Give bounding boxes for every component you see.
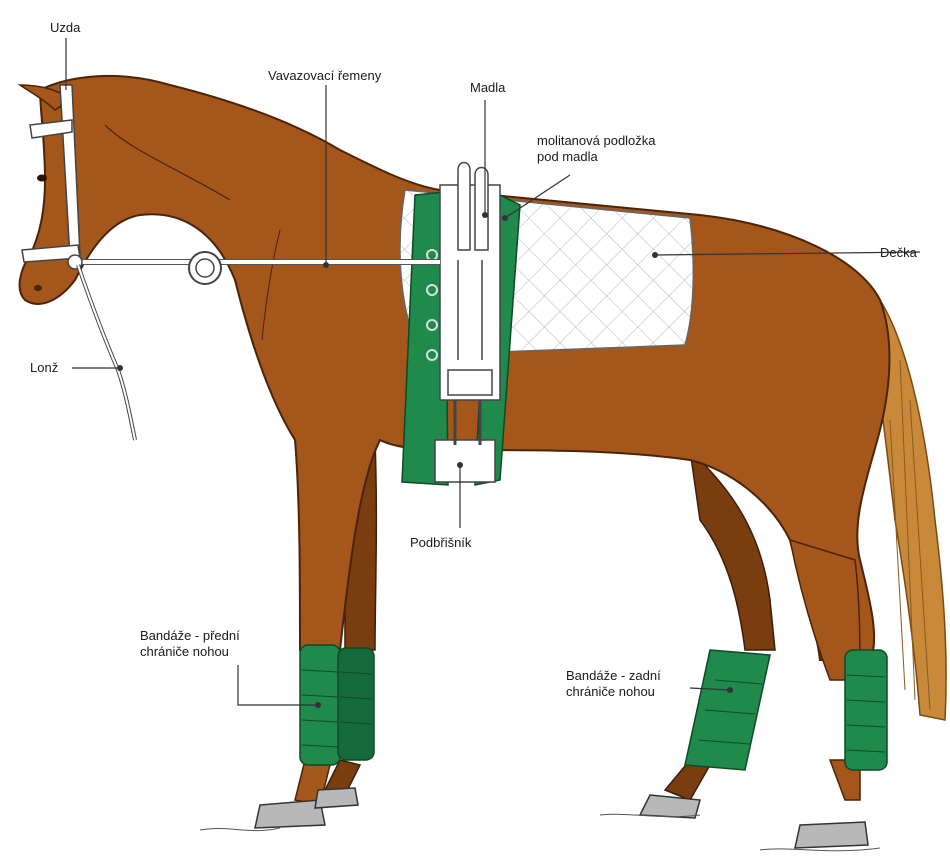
label-bandaze-predni-line1: Bandáže - přední (140, 628, 240, 644)
label-vavazovaci-remeny: Vavazovací řemeny (268, 68, 381, 84)
handles (458, 163, 470, 251)
label-decka: Dečka (880, 245, 917, 261)
label-bandaze-predni: Bandáže - přední chrániče nohou (140, 628, 240, 660)
label-bandaze-zadni-line2: chrániče nohou (566, 684, 661, 700)
hooves (255, 788, 868, 848)
label-bandaze-predni-line2: chrániče nohou (140, 644, 240, 660)
label-molitan-line2: pod madla (537, 149, 656, 165)
label-podbrisnik: Podbřišník (410, 535, 471, 551)
label-molitan-line1: molitanová podložka (537, 133, 656, 149)
label-lonz: Lonž (30, 360, 58, 376)
label-molitanova-podlozka: molitanová podložka pod madla (537, 133, 656, 165)
label-bandaze-zadni: Bandáže - zadní chrániče nohou (566, 668, 661, 700)
nostril (34, 285, 42, 291)
eye (37, 175, 47, 182)
label-uzda: Uzda (50, 20, 80, 36)
hind-bandages (685, 650, 887, 770)
label-madla: Madla (470, 80, 505, 96)
label-bandaze-zadni-line1: Bandáže - zadní (566, 668, 661, 684)
